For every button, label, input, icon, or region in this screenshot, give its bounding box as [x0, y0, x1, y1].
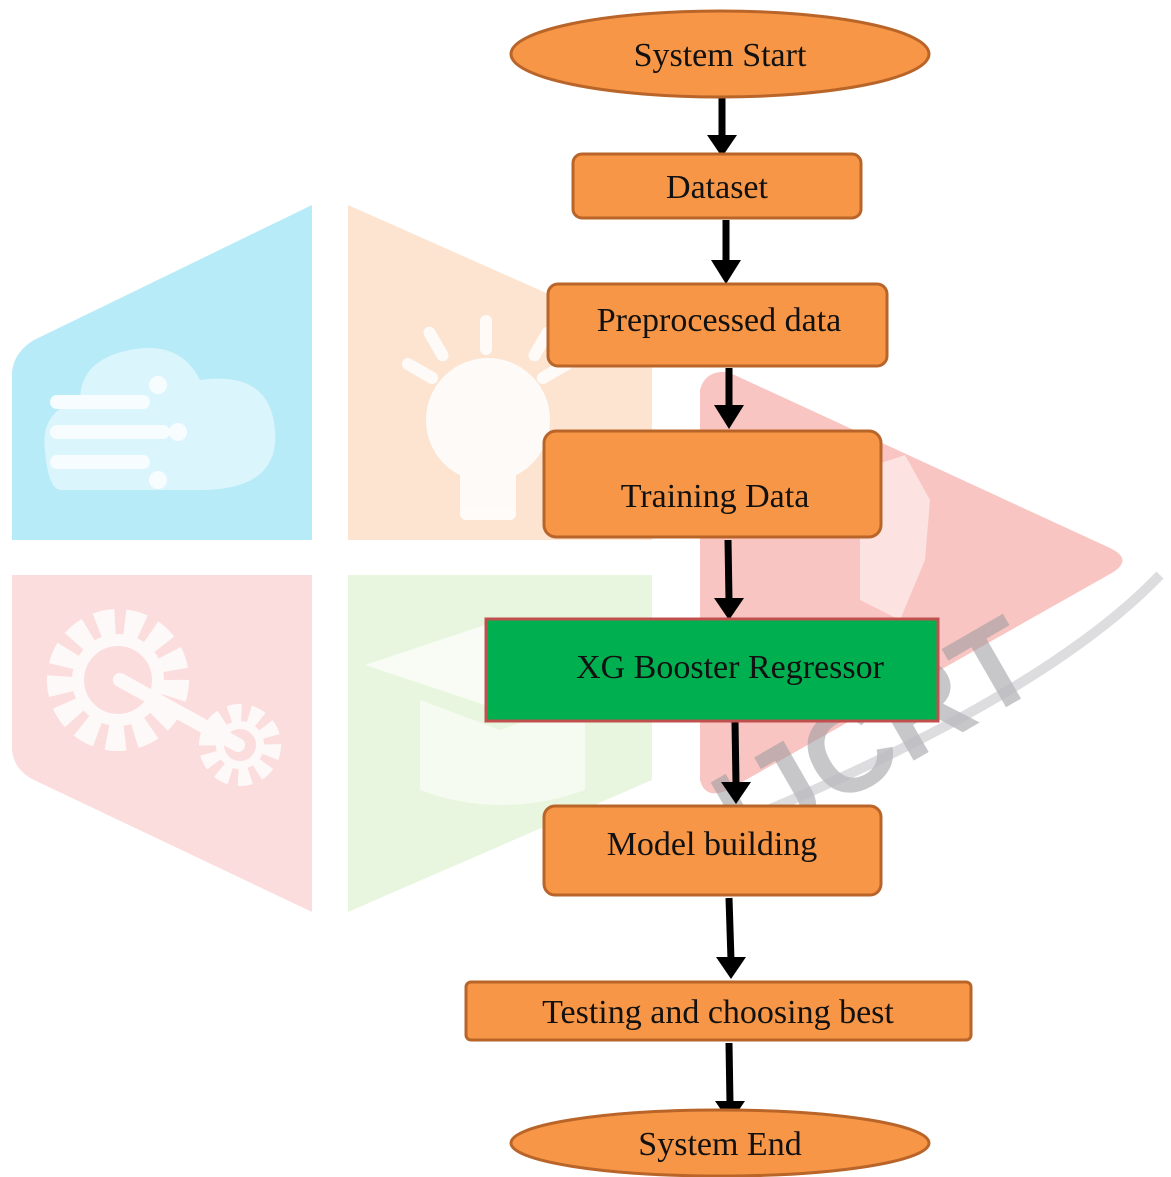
- node-dataset-shape: [571, 152, 863, 220]
- edge-model-testing-arrowhead: [716, 957, 746, 979]
- node-start-shape: [509, 9, 931, 99]
- node-preprocessed-label: Preprocessed data: [597, 302, 842, 339]
- node-training-shape: [542, 429, 883, 539]
- edge-training-xgboost: [724, 539, 733, 601]
- edge-preprocessed-training-arrowhead: [714, 405, 744, 429]
- edge-xgboost-model: [731, 721, 740, 785]
- watermark-arc: [718, 571, 1164, 835]
- edge-start-dataset-arrowhead: [707, 135, 737, 157]
- node-dataset-label: Dataset: [666, 169, 769, 206]
- edge-dataset-preprocessed-arrowhead: [711, 260, 741, 284]
- edge-training-xgboost-arrowhead: [714, 598, 744, 620]
- node-end: System End: [509, 1108, 931, 1177]
- node-end-shape: [509, 1108, 931, 1177]
- node-end-label: System End: [638, 1126, 801, 1163]
- node-training: Training Data: [542, 429, 883, 539]
- flowchart-edges: [707, 92, 751, 1123]
- edge-xgboost-model-arrowhead: [721, 782, 751, 804]
- node-xgboost-label: XG Booster Regressor: [576, 649, 885, 686]
- node-model-shape: [542, 804, 883, 897]
- node-model-label: Model building: [607, 826, 818, 863]
- edge-testing-end: [725, 1042, 734, 1105]
- gears-icon: [47, 609, 281, 786]
- node-preprocessed: Preprocessed data: [546, 282, 889, 368]
- node-testing-shape: [464, 980, 973, 1042]
- node-xgboost: XG Booster Regressor: [484, 617, 940, 723]
- node-training-label: Training Data: [621, 478, 810, 515]
- edge-model-testing: [725, 897, 735, 961]
- node-start-label: System Start: [634, 37, 807, 74]
- node-preprocessed-shape: [546, 282, 889, 368]
- node-start: System Start: [509, 9, 931, 99]
- node-dataset: Dataset: [571, 152, 863, 220]
- node-testing-label: Testing and choosing best: [542, 994, 894, 1031]
- node-xgboost-shape: [484, 617, 940, 723]
- node-model: Model building: [542, 804, 883, 897]
- node-testing: Testing and choosing best: [464, 980, 973, 1042]
- cloud-circuit-icon: [44, 348, 276, 490]
